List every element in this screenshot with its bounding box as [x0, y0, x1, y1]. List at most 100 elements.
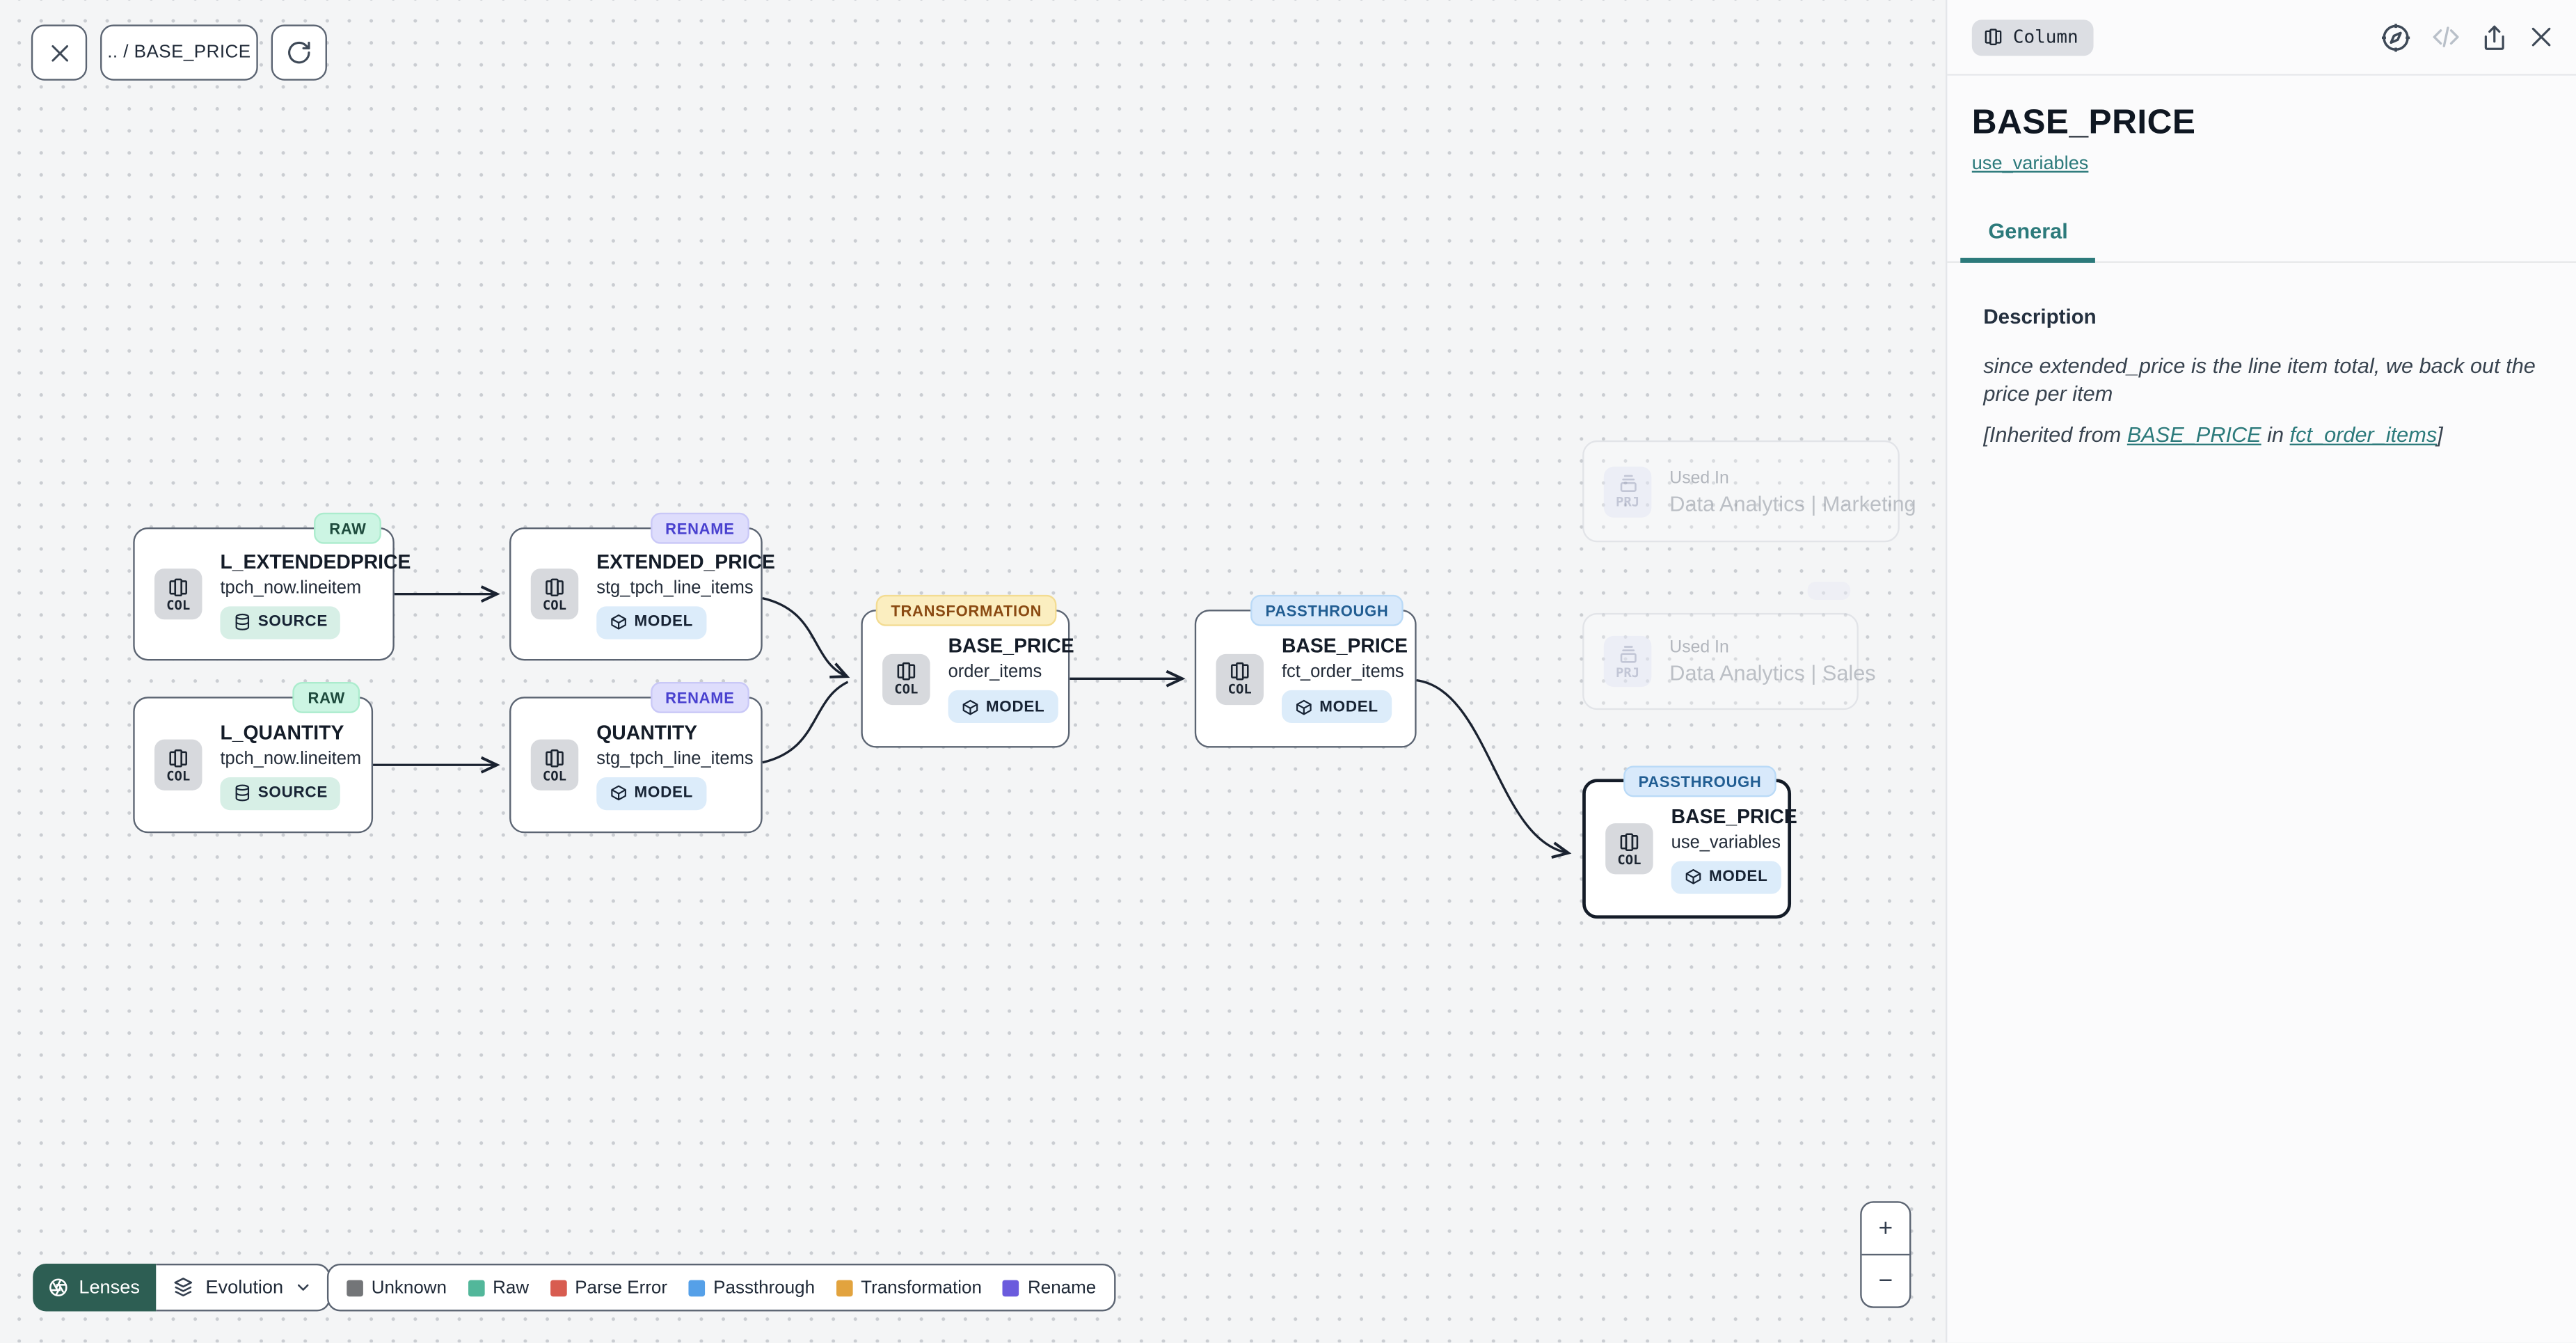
- legend-swatch: [347, 1279, 363, 1296]
- column-kind-label: COL: [166, 599, 190, 612]
- description-section: Description since extended_price is the …: [1947, 262, 2576, 447]
- legend-label: Unknown: [372, 1278, 447, 1297]
- lineage-node-base-price-order-items[interactable]: TRANSFORMATION COL BASE_PRICE order_item…: [861, 610, 1070, 747]
- node-title: QUANTITY: [596, 721, 697, 745]
- change-category-badge: PASSTHROUGH: [1623, 765, 1776, 797]
- node-type-tag: MODEL: [1671, 860, 1781, 893]
- used-in-card-marketing[interactable]: PRJ Used In Data Analytics | Marketing: [1582, 440, 1900, 542]
- share-icon[interactable]: [2480, 22, 2510, 52]
- lenses-control: Lenses Evolution: [33, 1264, 331, 1311]
- column-kind-label: COL: [543, 770, 566, 783]
- close-icon: [47, 40, 71, 65]
- project-kind-label: PRJ: [1616, 496, 1639, 509]
- lineage-node-quantity[interactable]: RENAME COL QUANTITY stg_tpch_line_items …: [509, 697, 763, 833]
- zoom-out-button[interactable]: −: [1862, 1255, 1909, 1306]
- node-subtitle: tpch_now.lineitem: [220, 578, 361, 597]
- column-kind-label: COL: [543, 599, 566, 612]
- inherited-model-link[interactable]: fct_order_items: [2290, 422, 2438, 447]
- description-label: Description: [1983, 305, 2576, 328]
- change-category-badge: RENAME: [651, 682, 749, 713]
- lineage-node-l-quantity[interactable]: RAW COL L_QUANTITY tpch_now.lineitem SOU…: [133, 697, 373, 833]
- lineage-node-base-price-use-variables[interactable]: PASSTHROUGH COL BASE_PRICE use_variables…: [1582, 779, 1791, 919]
- refresh-icon: [286, 40, 312, 66]
- inherited-suffix: ]: [2437, 422, 2443, 447]
- compass-icon[interactable]: [2379, 21, 2412, 54]
- lineage-node-l-extendedprice[interactable]: RAW COL L_EXTENDEDPRICE tpch_now.lineite…: [133, 527, 394, 660]
- legend-label: Transformation: [861, 1278, 982, 1297]
- inherited-middle: in: [2261, 422, 2290, 447]
- model-link[interactable]: use_variables: [1972, 154, 2089, 174]
- cube-icon: [1295, 697, 1313, 715]
- node-type-tag: MODEL: [1282, 690, 1392, 723]
- legend-swatch: [468, 1279, 485, 1296]
- panel-header: Column: [1947, 0, 2576, 76]
- node-tag-label: MODEL: [635, 613, 694, 631]
- node-subtitle: stg_tpch_line_items: [596, 749, 753, 768]
- lens-select[interactable]: Evolution: [157, 1264, 331, 1311]
- node-subtitle: order_items: [948, 662, 1042, 682]
- inherited-column-link[interactable]: BASE_PRICE: [2127, 422, 2261, 447]
- panel-title: BASE_PRICE: [1972, 104, 2541, 143]
- legend-item-raw: Raw: [468, 1278, 529, 1297]
- ghost-badge: [1808, 582, 1850, 600]
- column-kind-box: COL: [531, 569, 578, 619]
- close-panel-icon[interactable]: [2527, 23, 2555, 51]
- column-kind-label: COL: [166, 770, 190, 783]
- inherited-prefix: [Inherited from: [1983, 422, 2126, 447]
- tab-general[interactable]: General: [1960, 218, 2096, 263]
- columns-icon: [1229, 660, 1250, 682]
- used-in-card-sales[interactable]: PRJ Used In Data Analytics | Sales: [1582, 613, 1859, 710]
- columns-icon: [544, 576, 566, 598]
- legend: Unknown Raw Parse Error Passthrough Tran…: [327, 1264, 1116, 1311]
- entity-kind-badge: Column: [1972, 19, 2093, 55]
- node-title: L_QUANTITY: [220, 721, 344, 745]
- node-type-tag: MODEL: [948, 690, 1058, 723]
- node-type-tag: MODEL: [596, 605, 706, 638]
- chevron-down-icon: [295, 1278, 313, 1296]
- code-icon[interactable]: [2431, 22, 2462, 53]
- node-type-tag: MODEL: [596, 777, 706, 809]
- cube-icon: [961, 697, 979, 715]
- columns-icon: [896, 660, 917, 682]
- zoom-in-button[interactable]: +: [1862, 1203, 1909, 1254]
- cube-icon: [610, 613, 628, 631]
- node-tag-label: MODEL: [635, 784, 694, 802]
- legend-swatch: [836, 1279, 853, 1296]
- legend-label: Parse Error: [575, 1278, 667, 1297]
- column-kind-box: COL: [882, 653, 930, 704]
- details-panel: Column BASE_PRICE use_variables: [1946, 0, 2576, 1343]
- node-type-tag: SOURCE: [220, 777, 340, 809]
- node-title: L_EXTENDEDPRICE: [220, 550, 411, 574]
- database-icon: [233, 784, 251, 802]
- column-kind-box: COL: [1605, 823, 1653, 874]
- node-title: BASE_PRICE: [1282, 635, 1408, 659]
- node-tag-label: MODEL: [986, 697, 1045, 715]
- breadcrumb[interactable]: .. / BASE_PRICE: [100, 24, 258, 80]
- legend-item-rename: Rename: [1003, 1278, 1097, 1297]
- panel-content: BASE_PRICE use_variables: [1947, 76, 2576, 177]
- column-kind-box: COL: [154, 569, 202, 619]
- zoom-controls: + −: [1860, 1201, 1911, 1308]
- legend-label: Passthrough: [713, 1278, 815, 1297]
- node-subtitle: use_variables: [1671, 832, 1781, 852]
- legend-item-parse-error: Parse Error: [550, 1278, 667, 1297]
- columns-icon: [168, 576, 189, 598]
- lineage-node-base-price-fct-order-items[interactable]: PASSTHROUGH COL BASE_PRICE fct_order_ite…: [1195, 610, 1417, 747]
- node-subtitle: tpch_now.lineitem: [220, 749, 361, 768]
- columns-icon: [1619, 831, 1640, 852]
- node-subtitle: fct_order_items: [1282, 662, 1404, 682]
- panel-tabs: General: [1947, 217, 2576, 263]
- lineage-node-extended-price[interactable]: RENAME COL EXTENDED_PRICE stg_tpch_line_…: [509, 527, 763, 660]
- close-lineage-button[interactable]: [31, 24, 87, 80]
- layers-icon: [173, 1277, 194, 1298]
- node-subtitle: stg_tpch_line_items: [596, 578, 753, 597]
- lenses-button[interactable]: Lenses: [33, 1264, 156, 1311]
- column-kind-box: COL: [154, 740, 202, 790]
- legend-swatch: [550, 1279, 567, 1296]
- project-icon: PRJ: [1604, 466, 1651, 516]
- refresh-button[interactable]: [271, 24, 327, 80]
- used-in-project: Data Analytics | Sales: [1669, 660, 1875, 685]
- lineage-canvas[interactable]: .. / BASE_PRICE PRJ Used In Data Analyti…: [0, 0, 1946, 1343]
- breadcrumb-label: .. / BASE_PRICE: [107, 42, 251, 62]
- node-title: EXTENDED_PRICE: [596, 550, 775, 574]
